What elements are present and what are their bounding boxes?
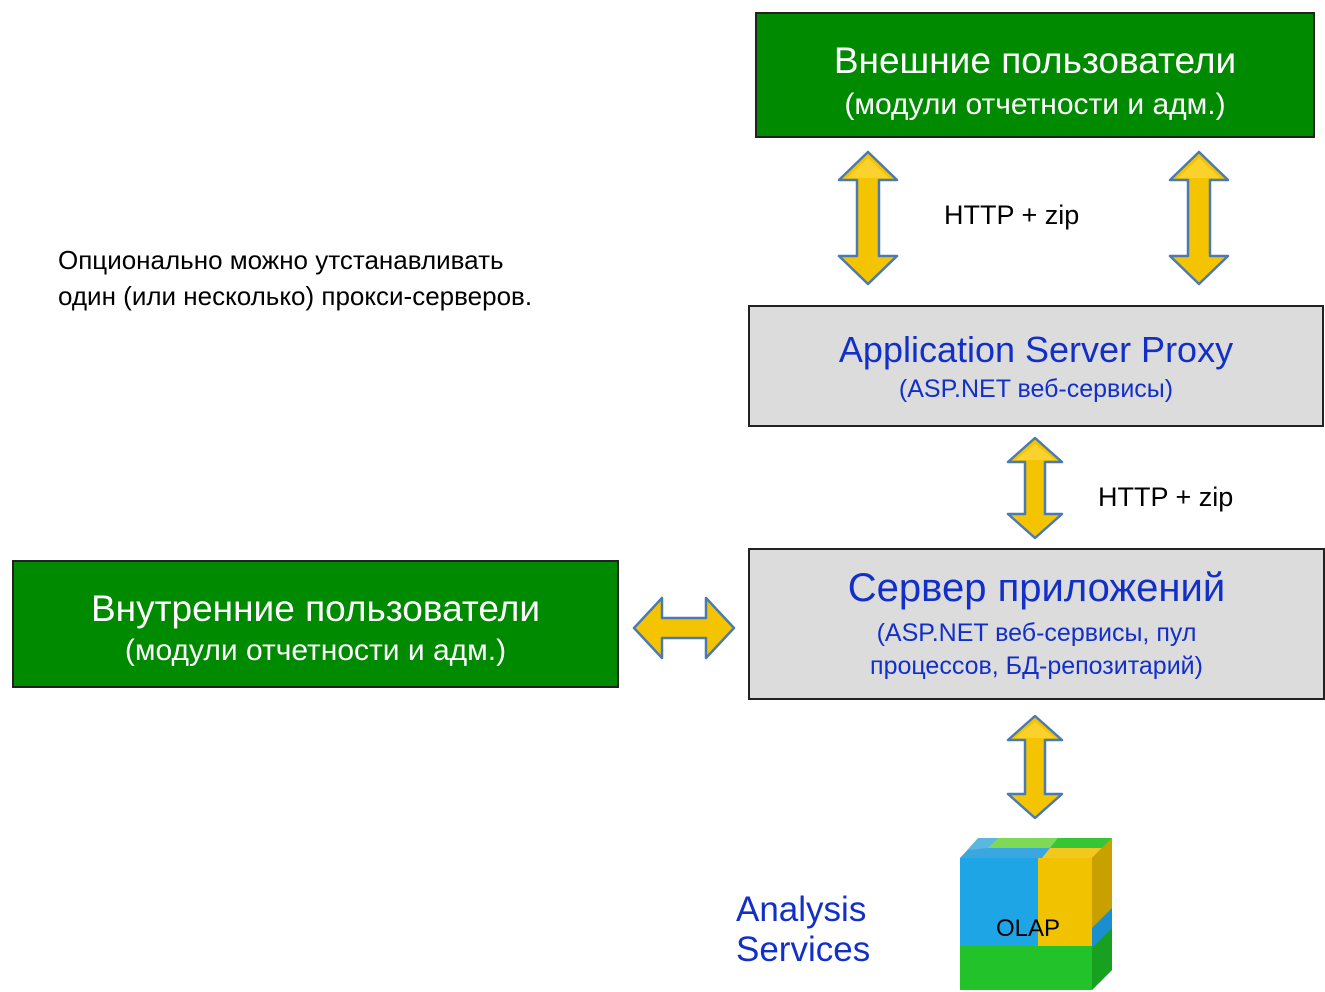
horizontal-bidirectional-arrow-icon [632,596,736,660]
proxy-server-subtitle: (ASP.NET веб-сервисы) [898,375,1174,403]
app-server-subtitle-line1: (ASP.NET веб-сервисы, пул [876,619,1197,647]
proxy-note: Опционально можно утстанавливать один (и… [58,242,532,314]
bidirectional-arrow-icon [837,150,899,286]
app-server-subtitle-line2: процессов, БД-репозитарий) [870,652,1203,680]
external-users-subtitle: (модули отчетности и адм.) [844,88,1226,121]
protocol-label-middle: HTTP + zip [1098,482,1234,512]
app-server-box: Сервер приложений (ASP.NET веб-сервисы, … [748,548,1325,700]
proxy-note-line2: один (или несколько) прокси-серверов. [58,281,533,311]
proxy-note-line1: Опционально можно утстанавливать [58,245,504,275]
protocol-label-top: HTTP + zip [944,200,1080,230]
external-users-box: Внешние пользователи (модули отчетности … [755,12,1315,138]
internal-users-box: Внутренние пользователи (модули отчетнос… [12,560,619,688]
olap-label: OLAP [996,915,1060,942]
bidirectional-arrow-icon [1168,150,1230,286]
analysis-services-line1: Analysis [736,890,867,929]
app-server-title: Сервер приложений [847,566,1226,610]
internal-users-title: Внутренние пользователи [90,588,541,629]
analysis-services-line2: Services [736,930,871,969]
olap-cube-icon: OLAP [960,838,1112,990]
bidirectional-arrow-icon [1006,436,1064,540]
external-users-title: Внешние пользователи [833,40,1237,81]
internal-users-subtitle: (модули отчетности и адм.) [124,634,507,667]
proxy-server-box: Application Server Proxy (ASP.NET веб-се… [748,305,1324,427]
analysis-services-label: Analysis Services [736,890,870,970]
proxy-server-title: Application Server Proxy [838,329,1234,370]
bidirectional-arrow-icon [1006,714,1064,820]
